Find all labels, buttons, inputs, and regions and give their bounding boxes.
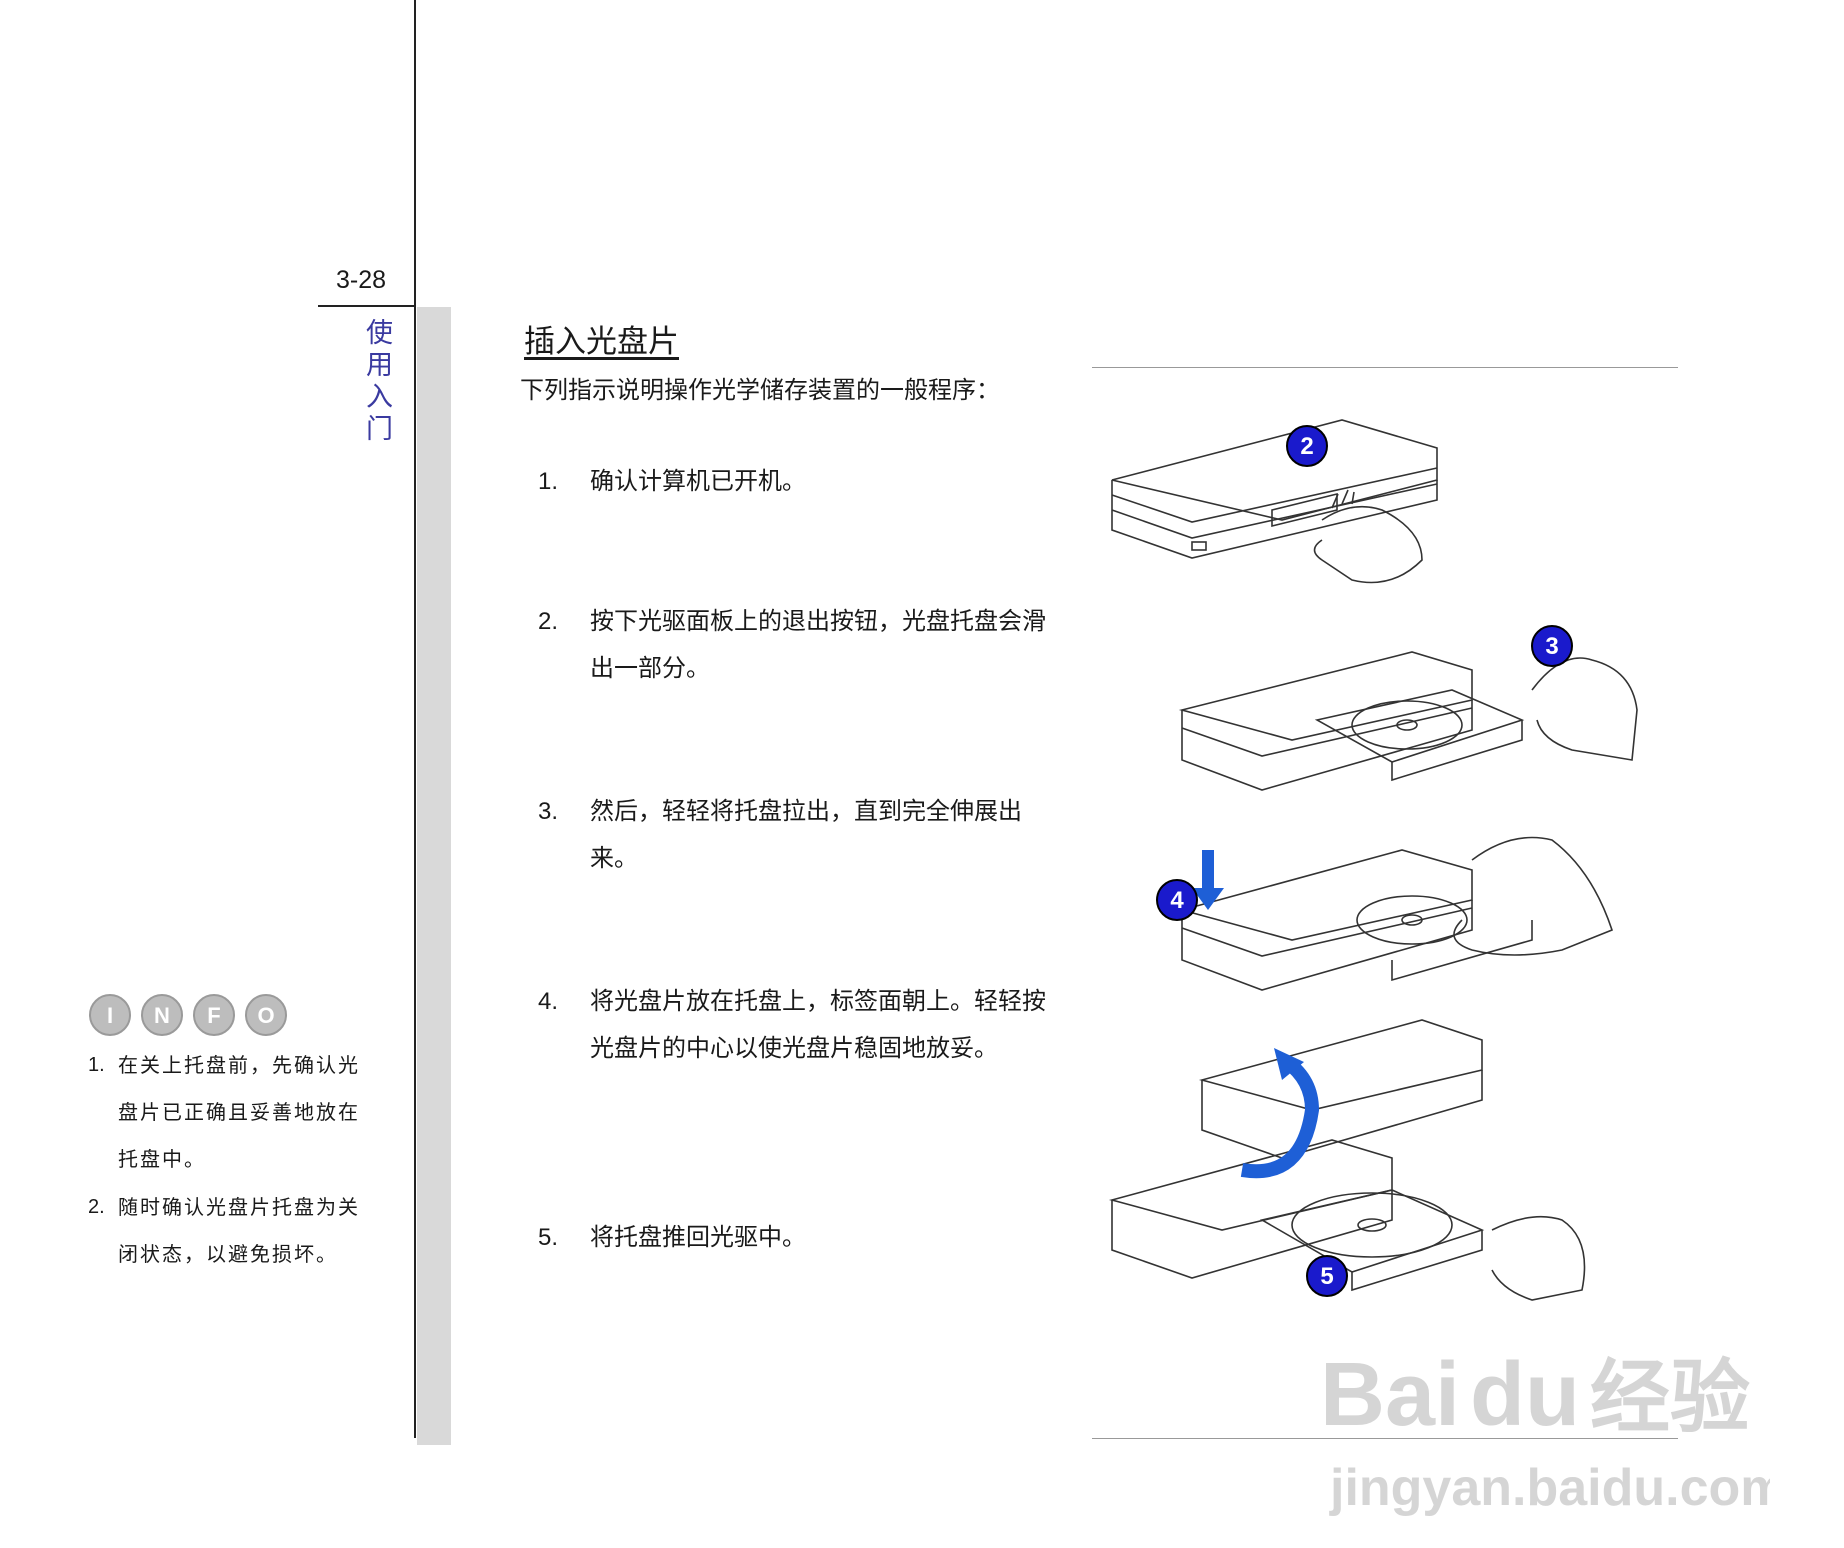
figure-place-disc xyxy=(1178,836,1613,991)
step-4: 4. 将光盘片放在托盘上，标签面朝上。轻轻按光盘片的中心以使光盘片稳固地放妥。 xyxy=(538,978,1058,1072)
step-3: 3. 然后，轻轻将托盘拉出，直到完全伸展出来。 xyxy=(538,788,1058,882)
note-number: 2. xyxy=(88,1196,105,1218)
badge-step-3 xyxy=(1531,625,1573,667)
step-number: 3. xyxy=(538,798,559,825)
step-number: 5. xyxy=(538,1224,559,1251)
section-intro: 下列指示说明操作光学储存装置的一般程序： xyxy=(520,376,1000,404)
baidu-jingyan-watermark: Bai du 经验 jingyan.baidu.com xyxy=(1320,1345,1770,1517)
figure-push-tray xyxy=(1108,1019,1586,1301)
note-text: 随时确认光盘片托盘为关闭状态，以避免损坏。 xyxy=(118,1195,360,1266)
note-number: 1. xyxy=(88,1054,105,1076)
step-number: 1. xyxy=(538,468,559,495)
badge-step-4 xyxy=(1156,879,1198,921)
step-text: 将光盘片放在托盘上，标签面朝上。轻轻按光盘片的中心以使光盘片稳固地放妥。 xyxy=(590,987,1046,1062)
note-text: 在关上托盘前，先确认光盘片已正确且妥善地放在托盘中。 xyxy=(118,1053,360,1171)
info-letter-i: I xyxy=(107,1003,113,1028)
info-note-1: 1. 在关上托盘前，先确认光盘片已正确且妥善地放在托盘中。 xyxy=(88,1042,378,1183)
watermark-brand-latin: Bai xyxy=(1320,1345,1460,1445)
step-2: 2. 按下光驱面板上的退出按钮，光盘托盘会滑出一部分。 xyxy=(538,598,1058,692)
badge-step-5 xyxy=(1306,1255,1348,1297)
margin-vertical-rule xyxy=(414,0,416,1438)
step-5: 5. 将托盘推回光驱中。 xyxy=(538,1214,1058,1261)
watermark-brand-latin-2: du xyxy=(1470,1345,1580,1445)
badge-label: 3 xyxy=(1545,633,1558,660)
figure-pull-tray xyxy=(1178,651,1638,791)
watermark-url: jingyan.baidu.com xyxy=(1329,1459,1770,1517)
info-letter-n: N xyxy=(154,1003,170,1028)
info-note-2: 2. 随时确认光盘片托盘为关闭状态，以避免损坏。 xyxy=(88,1184,378,1278)
page-number-rule xyxy=(318,305,414,307)
step-number: 4. xyxy=(538,988,559,1015)
badge-label: 5 xyxy=(1320,1263,1333,1290)
badge-label: 2 xyxy=(1300,433,1313,460)
curved-arrow-head-icon xyxy=(1274,1048,1304,1080)
badge-label: 4 xyxy=(1170,887,1184,914)
optical-drive-illustrations: 2 3 4 5 xyxy=(1108,419,1638,1301)
step-number: 2. xyxy=(538,608,559,635)
step-1: 1. 确认计算机已开机。 xyxy=(538,458,1058,505)
step-text: 按下光驱面板上的退出按钮，光盘托盘会滑出一部分。 xyxy=(590,607,1046,682)
info-letter-f: F xyxy=(207,1003,220,1028)
chapter-title: 使用入门 xyxy=(366,318,393,445)
figure-bottom-rule xyxy=(1092,1438,1678,1439)
info-logo: I N F O xyxy=(89,994,287,1036)
badge-step-2 xyxy=(1286,425,1328,467)
step-text: 确认计算机已开机。 xyxy=(590,467,806,495)
down-arrow-icon xyxy=(1192,850,1224,910)
step-text: 然后，轻轻将托盘拉出，直到完全伸展出来。 xyxy=(590,797,1022,872)
info-letter-o: O xyxy=(257,1003,274,1028)
section-title: 插入光盘片 xyxy=(524,324,679,360)
figure-eject-button xyxy=(1111,419,1438,584)
figure-top-rule xyxy=(1092,367,1678,368)
margin-gray-band xyxy=(417,307,451,1445)
step-text: 将托盘推回光驱中。 xyxy=(590,1223,806,1251)
watermark-brand-cn: 经验 xyxy=(1590,1351,1750,1444)
page-number: 3-28 xyxy=(336,266,387,294)
curved-arrow-icon xyxy=(1240,1056,1320,1179)
